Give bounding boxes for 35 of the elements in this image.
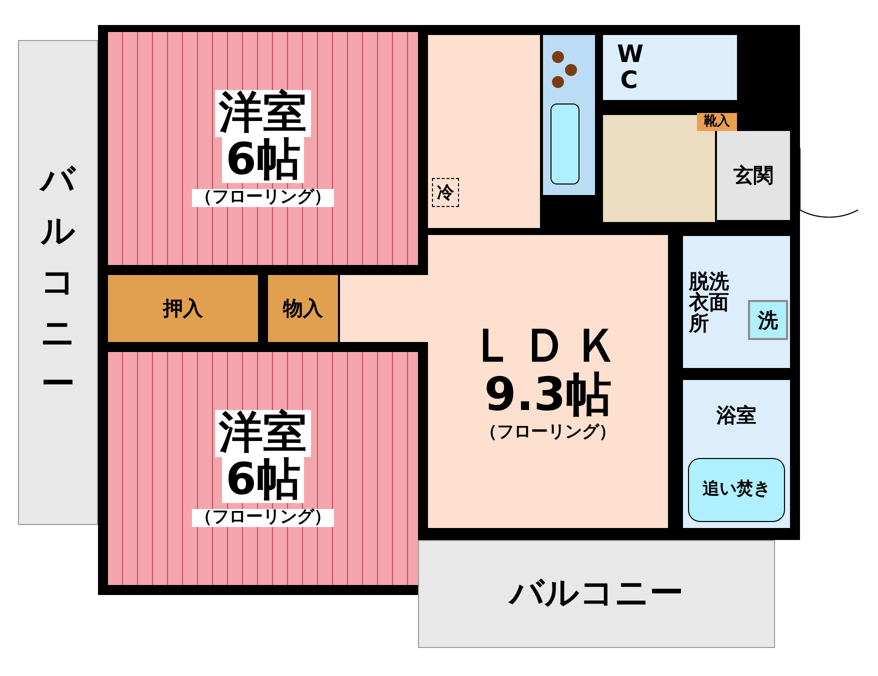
room-label: （フローリング） [479, 424, 617, 442]
room-label: 押入 [163, 298, 203, 319]
room-label: 脱洗衣面所 [689, 270, 730, 334]
entrance [717, 131, 790, 220]
room-label: 洗 [758, 310, 778, 330]
bedroom [108, 32, 418, 265]
room-label: 9.3帖 [483, 370, 613, 418]
room-label: ＬＤＫ [469, 321, 627, 370]
room-label: 靴入 [704, 115, 730, 129]
room-label: （フローリング） [192, 188, 334, 207]
room-label: 追い焚き [702, 481, 770, 499]
room-label: バルコニー [39, 159, 77, 406]
bathtub [688, 458, 785, 522]
room-label: 6帖 [222, 456, 304, 503]
room-label: 洋室 [215, 410, 311, 457]
storage [268, 275, 338, 342]
room-label: （フローリング） [192, 508, 334, 527]
closet [108, 275, 258, 342]
washroom [683, 236, 790, 368]
room-label: 洋室 [215, 90, 311, 137]
living-dining-kitchen [428, 235, 668, 528]
balcony [418, 540, 775, 648]
shoe-cabinet [697, 113, 737, 131]
toilet-room [603, 35, 737, 100]
bedroom [108, 352, 418, 585]
balcony [18, 40, 98, 525]
room-label: WC [617, 42, 641, 93]
fridge-label: 冷 [432, 178, 459, 207]
room-label: バルコニー [510, 576, 684, 612]
room-label: 物入 [283, 298, 323, 319]
washing-machine [748, 300, 788, 340]
room-label: 玄関 [734, 165, 774, 186]
room-label: 6帖 [222, 136, 304, 183]
bathroom [683, 380, 790, 528]
room-label: 浴室 [716, 405, 756, 426]
